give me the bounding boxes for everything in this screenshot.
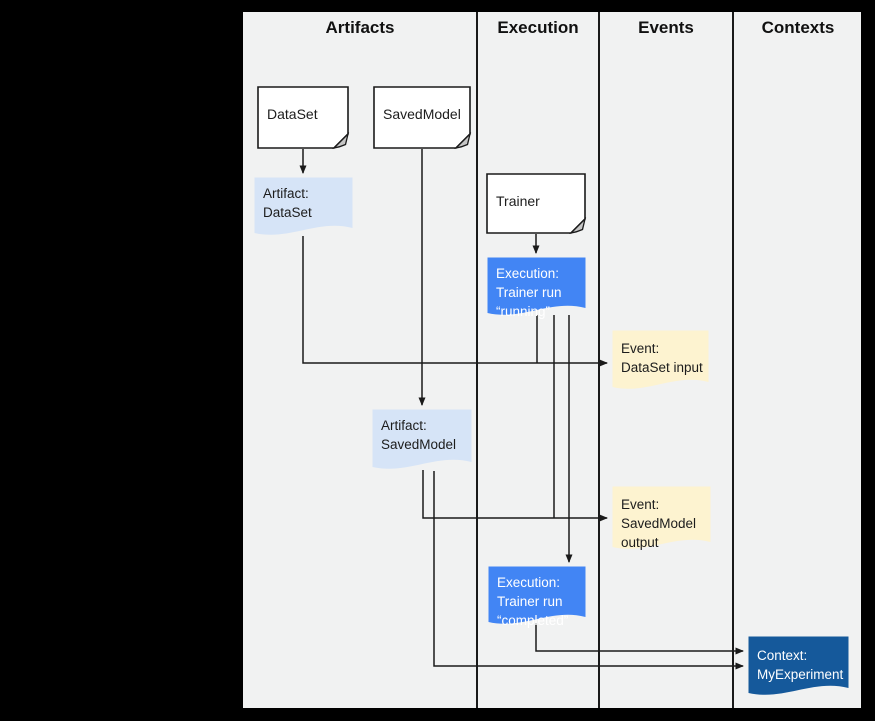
- node-label-line: Execution:: [497, 575, 561, 590]
- node-label-line: output: [621, 535, 659, 550]
- node-label-line: Execution:: [496, 266, 560, 281]
- node-context-myexperiment: Context: MyExperiment: [748, 636, 849, 695]
- node-label: SavedModel: [383, 106, 461, 122]
- node-label-line: SavedModel: [621, 516, 697, 531]
- column-header-contexts: Contexts: [761, 18, 835, 37]
- node-event-savedmodel-output: Event: SavedModel output: [612, 486, 711, 552]
- node-artifact-savedmodel: Artifact: SavedModel: [372, 409, 472, 469]
- edge-artifact-savedmodel-to-event-output: [422, 470, 608, 522]
- node-label-line: “running”: [496, 304, 551, 319]
- node-label-line: DataSet: [263, 205, 312, 220]
- wavy-shape: [612, 330, 709, 389]
- node-label-line: Artifact:: [381, 418, 427, 433]
- wavy-shape: [748, 636, 849, 695]
- connector-lines: [299, 149, 744, 670]
- node-trainer-type: Trainer: [486, 173, 587, 234]
- edge-execution-completed-to-context: [535, 623, 744, 655]
- wavy-shape: [612, 486, 711, 549]
- node-execution-running: Execution: Trainer run “running”: [487, 257, 586, 321]
- column-header-execution: Execution: [497, 18, 579, 37]
- page-fold-icon: [454, 131, 472, 149]
- node-label-line: DataSet input: [621, 360, 703, 375]
- wavy-shape: [372, 409, 472, 469]
- node-label-line: “completed”: [497, 613, 569, 628]
- node-artifact-dataset: Artifact: DataSet: [254, 177, 353, 235]
- node-label-line: Event:: [621, 341, 660, 356]
- page-fold-icon: [569, 216, 587, 234]
- node-event-dataset-input: Event: DataSet input: [612, 330, 709, 389]
- column-divider-3: [732, 12, 734, 708]
- page-fold-icon: [332, 131, 350, 149]
- wavy-shape: [488, 566, 586, 624]
- column-divider-1: [476, 12, 478, 708]
- node-label-line: Event:: [621, 497, 660, 512]
- column-header-events: Events: [638, 18, 694, 37]
- node-dataset-type: DataSet: [257, 86, 350, 149]
- node-label-line: Trainer run: [496, 285, 562, 300]
- wavy-shape: [487, 257, 586, 315]
- node-label-line: Artifact:: [263, 186, 309, 201]
- node-label-line: Trainer run: [497, 594, 563, 609]
- column-divider-2: [598, 12, 600, 708]
- node-label-line: Context:: [757, 648, 808, 663]
- diagram-canvas: Artifacts Execution Events Contexts Data…: [242, 11, 862, 709]
- node-label: DataSet: [267, 106, 318, 122]
- edge-artifact-savedmodel-to-context: [433, 471, 744, 670]
- wavy-shape: [254, 177, 353, 235]
- node-execution-completed: Execution: Trainer run “completed”: [488, 566, 586, 630]
- node-label: Trainer: [496, 193, 540, 209]
- node-savedmodel-type: SavedModel: [373, 86, 472, 149]
- node-label-line: MyExperiment: [757, 667, 844, 682]
- column-header-artifacts: Artifacts: [325, 18, 395, 37]
- edge-artifact-dataset-to-event-input: [302, 236, 608, 367]
- node-label-line: SavedModel: [381, 437, 457, 452]
